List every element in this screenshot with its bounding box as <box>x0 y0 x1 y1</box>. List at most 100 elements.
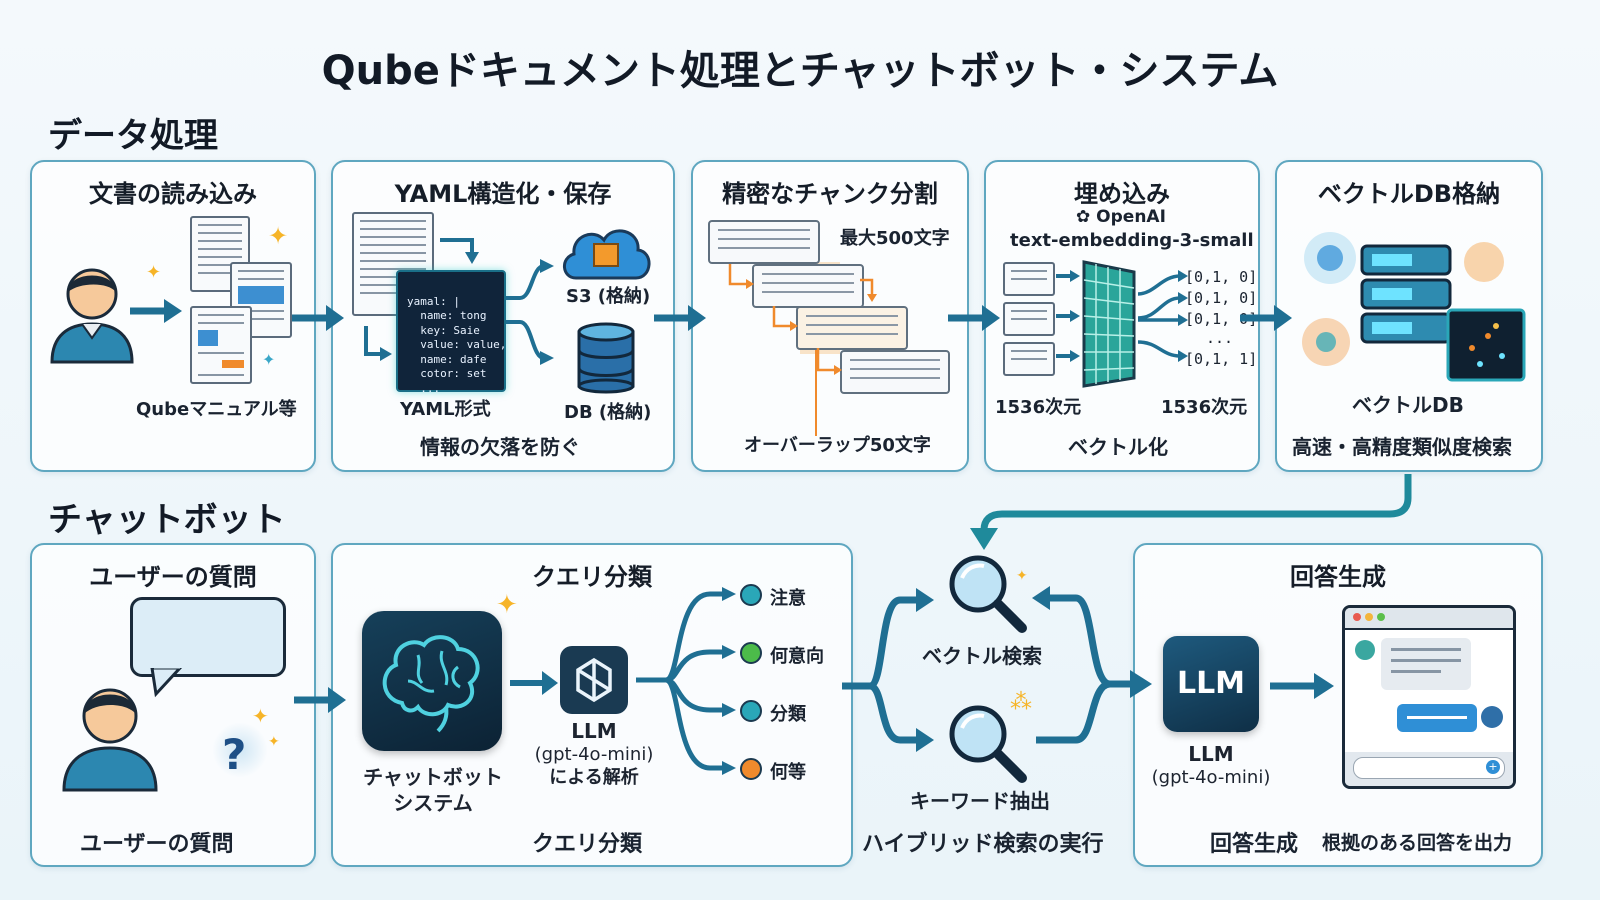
scatter-plot-icon <box>1446 308 1526 382</box>
llm-analysis-label: LLM (gpt-4o-mini) による解析 <box>534 720 654 789</box>
server-stack-icon <box>1360 244 1452 344</box>
send-icon[interactable]: + <box>1486 760 1500 774</box>
question-mark-icon: ? <box>222 730 247 779</box>
step-yaml-title: YAML構造化・保存 <box>394 180 612 208</box>
category-bullet <box>740 642 762 664</box>
yaml-code-line: name: tong <box>420 309 487 322</box>
keyword-search-icon <box>949 705 1027 783</box>
step-embed-title: 埋め込み <box>1074 180 1170 208</box>
user-icon <box>62 688 158 792</box>
answer-llm-name: LLM <box>1188 742 1234 766</box>
llm-model-label: (gpt-4o-mini) <box>534 744 654 765</box>
yaml-flow-arrows <box>364 238 554 365</box>
user-message-bubble <box>1397 704 1477 732</box>
keyword-extract-label: キーワード抽出 <box>910 789 1050 813</box>
yaml-code-line: key: Saie <box>420 323 480 337</box>
vector-db-label: ベクトルDB <box>1352 393 1464 417</box>
vector-value: [0,1, 1] <box>1185 350 1258 368</box>
vector-value: [0,1, 0] <box>1185 310 1258 328</box>
step-classify-title: クエリ分類 <box>532 563 652 591</box>
sparkle-icon: ✦ <box>262 350 276 369</box>
page-title: Qubeドキュメント処理とチャットボット・システム <box>321 48 1279 94</box>
hybrid-search-caption: ハイブリッド検索の実行 <box>862 832 1104 857</box>
brain-icon-tile <box>362 611 502 751</box>
chat-window-icon: + <box>1342 605 1516 789</box>
sparkle-icon: ✦ <box>1016 568 1028 584</box>
step-load-title: 文書の読み込み <box>89 180 257 208</box>
section-chatbot: チャットボット <box>48 500 286 540</box>
sparkle-icon: ✦ <box>268 222 289 250</box>
category-bullet <box>740 758 762 780</box>
arrow-embed-to-vectordb <box>1240 305 1292 331</box>
step-yaml-caption: 情報の欠落を防ぐ <box>420 435 580 459</box>
cloud-storage-icon <box>563 229 651 280</box>
openai-provider-label: ✿ OpenAI <box>1076 207 1166 227</box>
step-question-caption: ユーザーの質問 <box>80 832 234 857</box>
scatter-cloud-icon <box>1302 232 1504 366</box>
database-icon <box>577 322 635 394</box>
category-label: 注意 <box>770 588 806 609</box>
category-label: 何等 <box>770 762 806 783</box>
db-label: DB (格納) <box>564 402 652 423</box>
text-chunk-icon <box>1003 262 1055 296</box>
section-data-processing: データ処理 <box>48 116 218 156</box>
arrow-chunk-to-embed <box>948 305 1000 331</box>
chunk-block <box>708 220 820 264</box>
text-chunk-icon <box>1003 302 1055 336</box>
llm-openai-icon <box>560 646 628 714</box>
yaml-code-line: name: dafe <box>420 352 487 366</box>
openai-icon: ✿ <box>1076 207 1091 227</box>
arrow-vectordb-to-search <box>970 474 1412 550</box>
dimension-label-left: 1536次元 <box>995 397 1082 418</box>
step-vectordb-caption: 高速・高精度類似度検索 <box>1292 435 1512 459</box>
yaml-format-label: YAML形式 <box>400 399 491 420</box>
vector-value: [0,1, 0] <box>1185 268 1258 286</box>
dimension-label-right: 1536次元 <box>1161 397 1248 418</box>
user-avatar <box>1481 706 1503 728</box>
arrow-load-to-yaml <box>292 305 344 331</box>
vector-value: ... <box>1206 329 1234 347</box>
vector-search-icon <box>949 555 1027 633</box>
step-classify-caption: クエリ分類 <box>532 832 643 857</box>
arrow-question-to-classify <box>294 687 346 713</box>
bot-message-bubble <box>1381 638 1471 690</box>
answer-caption-left: 回答生成 <box>1210 832 1299 857</box>
category-bullet <box>740 584 762 606</box>
chat-window-titlebar <box>1345 608 1513 630</box>
category-label: 何意向 <box>770 646 824 667</box>
arrow-user-to-docs <box>130 299 182 323</box>
step-vectordb-title: ベクトルDB格納 <box>1317 180 1501 208</box>
vector-db-graphic <box>1302 232 1526 382</box>
step-embed-caption: ベクトル化 <box>1068 435 1168 459</box>
chunk-block <box>796 306 908 350</box>
chunk-overlap-arrows <box>728 264 877 436</box>
step-question-title: ユーザーの質問 <box>89 563 257 591</box>
sparkle-icon: ⁂ <box>1010 690 1032 715</box>
classification-branches <box>636 587 736 775</box>
embedding-model-graphic <box>1056 260 1188 388</box>
sparkle-icon: ✦ <box>252 704 269 728</box>
chat-input-field[interactable]: + <box>1353 757 1505 779</box>
llm-note-label: による解析 <box>549 767 639 788</box>
hybrid-search-arrows <box>842 586 1152 752</box>
category-label: 分類 <box>770 704 806 725</box>
yaml-code-panel: yamal: | name: tong key: Saie value: val… <box>396 270 506 395</box>
answer-llm-label: LLM (gpt-4o-mini) <box>1150 742 1272 790</box>
speech-bubble-icon <box>130 597 286 677</box>
s3-label: S3 (格納) <box>566 286 651 307</box>
answer-caption-right: 根拠のある回答を出力 <box>1322 832 1513 854</box>
yaml-code-line: ... <box>420 381 441 395</box>
brain-icon <box>382 635 480 733</box>
answer-llm-model: (gpt-4o-mini) <box>1151 767 1271 788</box>
openai-icon <box>576 657 612 703</box>
step-chunk-title: 精密なチャンク分割 <box>722 180 938 208</box>
vector-search-label: ベクトル検索 <box>922 644 1042 668</box>
step-answer-title: 回答生成 <box>1290 563 1386 591</box>
bot-avatar <box>1355 640 1375 660</box>
sparkle-icon: ✦ <box>496 590 518 620</box>
step-load-caption: Qubeマニュアル等 <box>136 399 297 420</box>
overlap-label: オーバーラップ50文字 <box>744 435 931 456</box>
sparkle-icon: ✦ <box>146 262 162 283</box>
llm-badge-icon: LLM <box>1163 636 1259 732</box>
max-chars-label: 最大500文字 <box>840 228 950 249</box>
